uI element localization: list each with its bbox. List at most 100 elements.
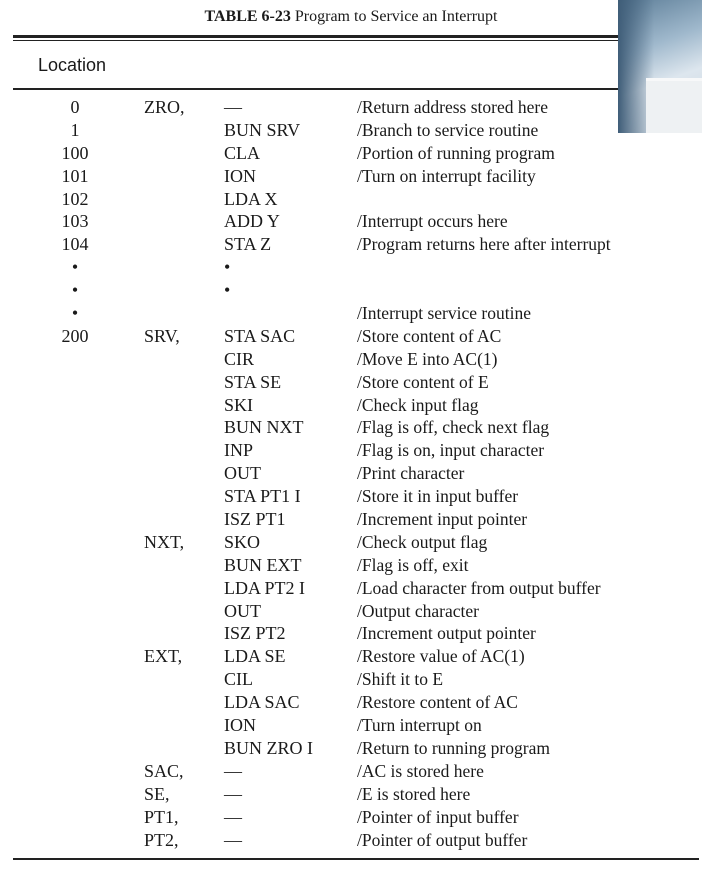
table-row: EXT, LDA SE/Restore value of AC(1) [0,645,702,668]
table-row: BUN EXT/Flag is off, exit [0,554,702,577]
instruction-cell: — [224,829,242,850]
instruction-cell: STA Z [224,234,272,255]
label-cell: ZRO, [144,97,185,117]
instruction-cell: — [224,760,242,781]
instruction-cell: CIL [224,669,253,690]
instruction-cell: LDA PT2 I [224,577,305,598]
table-row: CIR/Move E into AC(1) [0,348,702,371]
instruction-cell: BUN ZRO I [224,737,313,758]
comment-cell: /E is stored here [357,783,471,804]
comment-cell: /Restore content of AC [357,692,518,713]
instruction-cell: BUN NXT [224,417,304,438]
comment-cell: /Shift it to E [357,669,444,690]
table-row: ISZ PT1/Increment input pointer [0,508,702,531]
comment-cell: /Output character [357,600,479,621]
table-row: BUN NXT/Flag is off, check next flag [0,416,702,439]
instruction-cell: LDA X [224,188,278,209]
comment-cell: /Store content of E [357,371,489,392]
label-cell: PT2, [144,829,179,850]
location-cell: 100 [61,142,89,163]
comment-cell: /Branch to service routine [357,119,539,140]
instruction-cell: ISZ PT2 [224,623,286,644]
location-cell: • [71,303,79,324]
instruction-cell: CLA [224,142,260,163]
table-row: INP/Flag is on, input character [0,439,702,462]
label-cell: EXT, [144,646,183,667]
comment-cell: /Program returns here after interrupt [357,234,611,255]
comment-cell: /Pointer of output buffer [357,829,528,850]
location-cell: 1 [70,119,80,140]
comment-cell: /Flag is off, check next flag [357,417,550,438]
instruction-cell: LDA SAC [224,692,300,713]
table-row: STA SE/Store content of E [0,371,702,394]
instruction-cell: — [224,783,242,804]
location-column-header: Location [38,55,107,75]
comment-cell: /Interrupt occurs here [357,211,508,232]
comment-cell: /Restore value of AC(1) [357,646,525,667]
location-cell: 103 [61,211,89,232]
table-title: TABLE 6-23 Program to Service an Interru… [0,8,702,26]
location-cell: 200 [61,325,89,346]
instruction-cell: — [224,97,242,117]
table-row: ION/Turn interrupt on [0,714,702,737]
table-row: BUN ZRO I/Return to running program [0,737,702,760]
table-row: PT2, — /Pointer of output buffer [0,829,702,852]
instruction-cell: STA SAC [224,325,296,346]
location-cell: 102 [61,188,89,209]
location-cell: • [71,280,79,301]
comment-cell: /Store it in input buffer [357,486,519,507]
label-cell: SAC, [144,760,184,781]
instruction-cell: LDA SE [224,646,286,667]
instruction-cell: • [224,257,231,278]
table-caption: Program to Service an Interrupt [294,8,498,25]
instruction-cell: ISZ PT1 [224,509,286,530]
comment-cell: /Print character [357,463,465,484]
instruction-cell: ION [224,165,256,186]
table-row: OUT/Output character [0,600,702,623]
table-row: SE, — /E is stored here [0,783,702,806]
instruction-cell: BUN SRV [224,119,301,140]
comment-cell: /Check input flag [357,394,479,415]
comment-cell: /Interrupt service routine [357,303,531,324]
instruction-cell: OUT [224,463,261,484]
instruction-cell: SKO [224,531,261,552]
instruction-cell: ION [224,715,256,736]
label-cell: SE, [144,783,170,804]
instruction-cell: STA SE [224,371,282,392]
instruction-cell: INP [224,440,254,461]
comment-cell: /Flag is off, exit [357,554,469,575]
instruction-cell: — [224,806,242,827]
comment-cell: /Flag is on, input character [357,440,545,461]
table-row: • /Interrupt service routine [0,302,702,325]
comment-cell: /Turn on interrupt facility [357,165,536,186]
comment-cell: /Check output flag [357,531,488,552]
label-cell: SRV, [144,325,180,346]
location-cell: • [71,257,79,278]
instruction-cell: CIR [224,348,255,369]
table-row: OUT/Print character [0,462,702,485]
comment-cell: /AC is stored here [357,760,484,781]
table-row: 102 LDA X [0,188,702,211]
location-cell: 104 [61,234,89,255]
table-row: 104 STA Z/Program returns here after inte… [0,233,702,256]
corner-photo-image [618,0,702,133]
comment-cell: /Increment input pointer [357,509,528,530]
label-cell: PT1, [144,806,179,827]
header-rule [13,88,699,90]
label-cell: NXT, [144,531,185,552]
instruction-cell: SKI [224,394,254,415]
table-row: LDA PT2 I/Load character from output buf… [0,577,702,600]
instruction-cell: • [224,280,231,301]
comment-cell: /Pointer of input buffer [357,806,519,827]
location-cell: 0 [70,97,80,117]
instruction-cell: STA PT1 I [224,486,301,507]
comment-cell: /Store content of AC [357,325,502,346]
instruction-cell: BUN EXT [224,554,302,575]
comment-cell: /Turn interrupt on [357,715,482,736]
table-row: •• [0,256,702,279]
location-cell: 101 [61,165,89,186]
table-row: PT1, — /Pointer of input buffer [0,806,702,829]
